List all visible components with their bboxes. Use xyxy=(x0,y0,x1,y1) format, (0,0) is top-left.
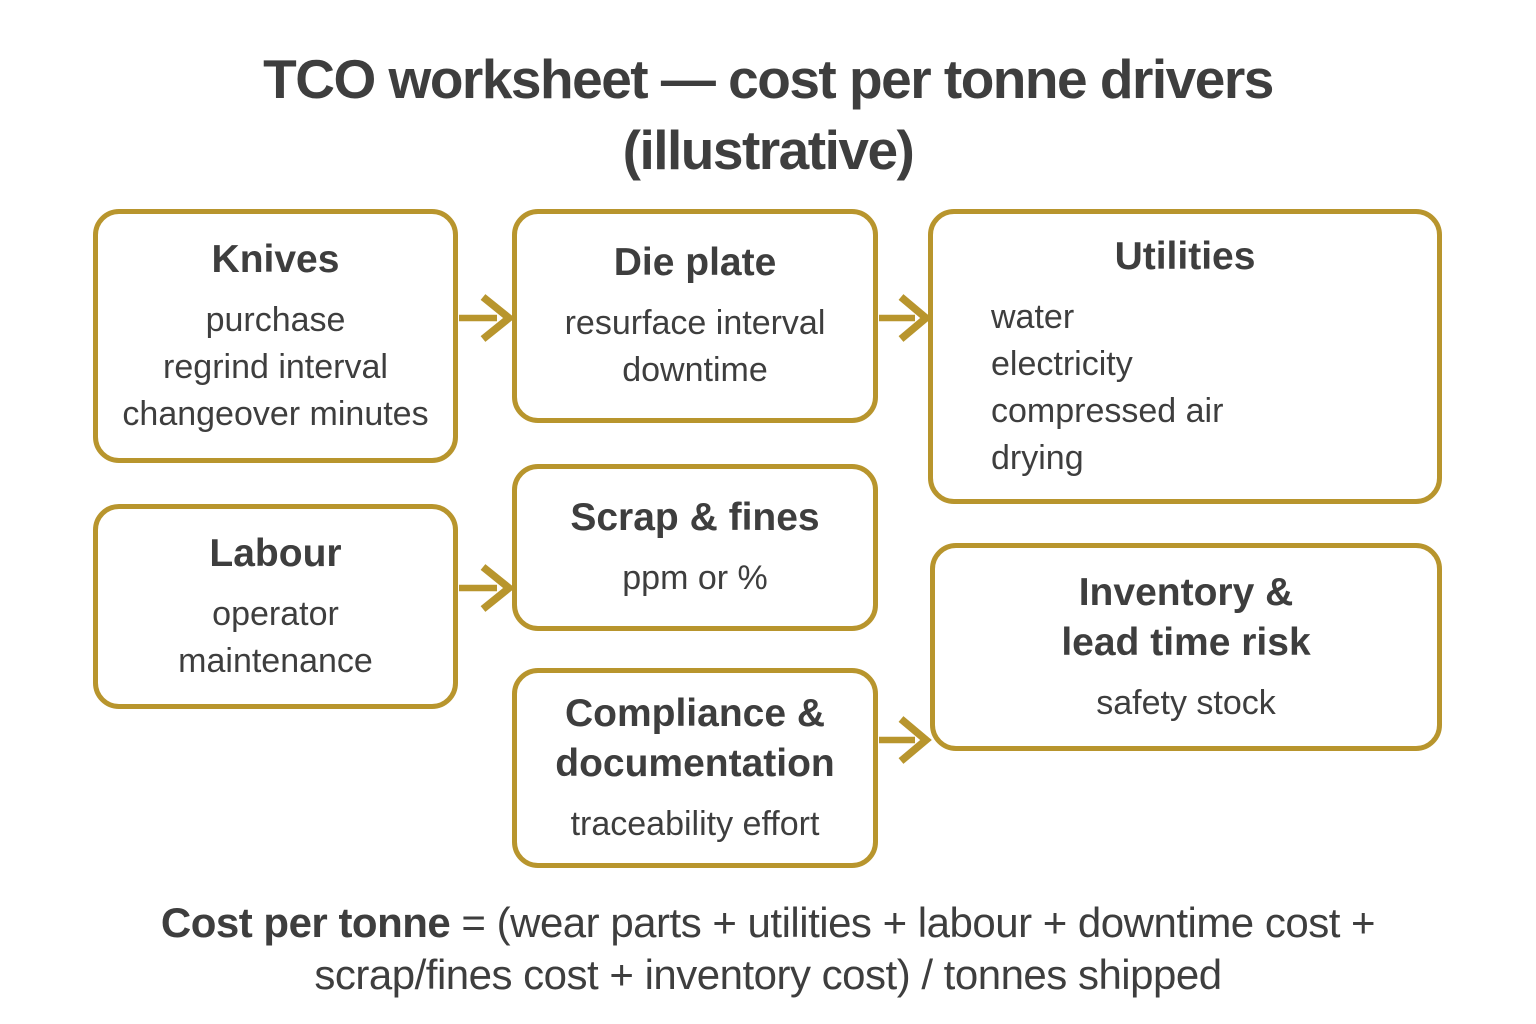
box-scrap-fines-title: Scrap & fines xyxy=(570,496,820,539)
box-item: downtime xyxy=(622,351,768,389)
box-item: water xyxy=(991,297,1075,336)
box-item: resurface interval xyxy=(564,304,826,342)
box-labour: Labour operator maintenance xyxy=(93,504,458,709)
box-labour-title: Labour xyxy=(209,531,342,575)
box-item: purchase xyxy=(205,300,346,339)
box-scrap-fines-items: ppm or % xyxy=(517,555,873,602)
page-title: TCO worksheet — cost per tonne drivers (… xyxy=(0,44,1536,186)
formula-bold-label: Cost per tonne xyxy=(160,899,451,946)
box-utilities-title: Utilities xyxy=(1114,234,1256,278)
arrow-die-plate-to-utilities xyxy=(879,294,932,342)
box-labour-items: operator maintenance xyxy=(98,591,453,685)
arrow-knives-to-die-plate xyxy=(459,294,515,342)
box-compliance-title: Compliance & documentation xyxy=(555,691,835,785)
box-inventory-items: safety stock xyxy=(935,680,1437,727)
formula-line-1: Cost per tonne = (wear parts + utilities… xyxy=(0,897,1536,949)
box-inventory-title: Inventory & lead time risk xyxy=(1061,570,1311,664)
box-item: safety stock xyxy=(1096,683,1276,722)
box-die-plate-items: resurface interval downtime xyxy=(517,300,873,394)
box-knives-items: purchase regrind interval changeover min… xyxy=(98,297,453,438)
box-item: traceability effort xyxy=(570,804,820,843)
box-item: compressed air xyxy=(991,391,1224,430)
arrow-labour-to-scrap-fines xyxy=(459,564,515,612)
arrow-compliance-to-inventory xyxy=(879,716,932,764)
cost-formula: Cost per tonne = (wear parts + utilities… xyxy=(0,897,1536,1001)
box-inventory-lead-time-risk: Inventory & lead time risk safety stock xyxy=(930,543,1442,751)
box-die-plate: Die plate resurface interval downtime xyxy=(512,209,878,423)
box-scrap-fines: Scrap & fines ppm or % xyxy=(512,464,878,631)
box-item: maintenance xyxy=(178,641,373,680)
box-utilities-items: water electricity compressed air drying xyxy=(933,294,1437,482)
box-item: changeover minutes xyxy=(122,394,429,433)
box-die-plate-title: Die plate xyxy=(613,241,777,284)
box-compliance-items: traceability effort xyxy=(517,801,873,848)
box-item: ppm or % xyxy=(622,559,768,597)
formula-line-1-rest: = (wear parts + utilities + labour + dow… xyxy=(450,899,1376,946)
box-item: operator xyxy=(212,594,339,633)
page-title-line-2: (illustrative) xyxy=(622,119,915,181)
box-compliance-documentation: Compliance & documentation traceability … xyxy=(512,668,878,868)
box-knives-title: Knives xyxy=(211,237,340,281)
box-item: electricity xyxy=(991,344,1133,383)
page-title-line-1: TCO worksheet — cost per tonne drivers xyxy=(263,48,1274,110)
formula-line-2: scrap/fines cost + inventory cost) / ton… xyxy=(314,951,1222,998)
box-utilities: Utilities water electricity compressed a… xyxy=(928,209,1442,504)
box-item: regrind interval xyxy=(163,347,388,386)
box-item: drying xyxy=(991,438,1084,477)
box-knives: Knives purchase regrind interval changeo… xyxy=(93,209,458,463)
